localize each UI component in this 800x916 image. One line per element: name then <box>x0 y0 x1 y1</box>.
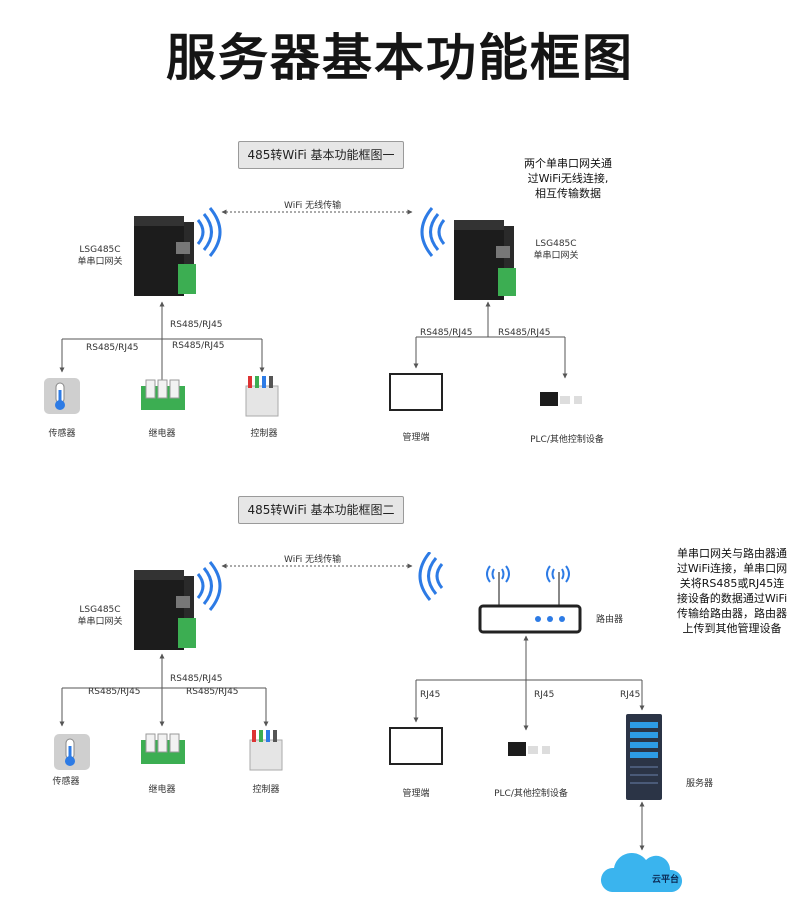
port-label-1a: RS485/RJ45 <box>170 320 223 330</box>
relay-module-icon <box>141 733 185 764</box>
port-label-2b: RS485/RJ45 <box>88 687 141 697</box>
diagram2-wifi-link-label: WiFi 无线传输 <box>284 555 342 565</box>
gateway-device-right-1 <box>420 207 516 300</box>
wifi-signal-icon <box>196 207 222 257</box>
device-label-sensor-1: 传感器 <box>48 429 76 439</box>
diagram1-note: 两个单串口网关通 过WiFi无线连接, 相互传输数据 <box>516 156 620 201</box>
cloud-icon <box>600 852 683 892</box>
wifi-signal-icon <box>418 552 444 601</box>
wifi-signal-icon <box>420 207 446 257</box>
port-label-1b: RS485/RJ45 <box>86 343 139 353</box>
plc-device-icon <box>508 742 550 756</box>
device-label-manager-1: 管理端 <box>402 433 430 443</box>
device-label-plc-2: PLC/其他控制设备 <box>494 789 568 799</box>
router-icon <box>478 565 582 634</box>
gateway-label-2: LSG485C 单串口网关 <box>77 605 123 627</box>
port-label-2a: RS485/RJ45 <box>170 674 223 684</box>
monitor-icon <box>389 727 443 765</box>
diagram2-note: 单串口网关与路由器通 过WiFi连接，单串口网 关将RS485或RJ45连 接设… <box>668 546 796 636</box>
gateway-left-label-1: LSG485C 单串口网关 <box>77 245 123 267</box>
device-label-controller-1: 控制器 <box>250 429 278 439</box>
relay-module-icon <box>141 379 185 410</box>
cloud-label: 云平台 <box>652 875 680 885</box>
server-icon <box>626 714 662 800</box>
thermometer-icon <box>54 734 90 770</box>
device-label-controller-2: 控制器 <box>252 785 280 795</box>
device-label-manager-2: 管理端 <box>402 789 430 799</box>
device-label-plc-1: PLC/其他控制设备 <box>530 435 604 445</box>
diagram1-caption: 485转WiFi 基本功能框图一 <box>238 141 404 169</box>
monitor-icon <box>389 373 443 411</box>
gateway-device-left-1 <box>134 207 222 296</box>
page-title: 服务器基本功能框图 <box>166 29 634 87</box>
diagram1-wifi-link-label: WiFi 无线传输 <box>284 201 342 211</box>
router-label: 路由器 <box>596 615 624 625</box>
thermometer-icon <box>44 378 80 414</box>
controller-icon <box>245 376 279 417</box>
port-label-2c: RS485/RJ45 <box>186 687 239 697</box>
port-label-1d: RS485/RJ45 <box>420 328 473 338</box>
rj45-label-a: RJ45 <box>420 690 441 700</box>
gateway-right-label-1: LSG485C 单串口网关 <box>533 239 579 261</box>
port-label-1e: RS485/RJ45 <box>498 328 551 338</box>
rj45-label-b: RJ45 <box>534 690 555 700</box>
diagram2-caption: 485转WiFi 基本功能框图二 <box>238 496 404 524</box>
device-label-relay-2: 继电器 <box>148 785 176 795</box>
rj45-label-c: RJ45 <box>620 690 641 700</box>
server-label: 服务器 <box>686 779 714 789</box>
gateway-device-2 <box>134 561 222 650</box>
device-label-relay-1: 继电器 <box>148 429 176 439</box>
device-label-sensor-2: 传感器 <box>52 777 80 787</box>
plc-device-icon <box>540 392 582 406</box>
port-label-1c: RS485/RJ45 <box>172 341 225 351</box>
wifi-signal-icon <box>196 561 222 611</box>
controller-icon <box>249 730 283 771</box>
